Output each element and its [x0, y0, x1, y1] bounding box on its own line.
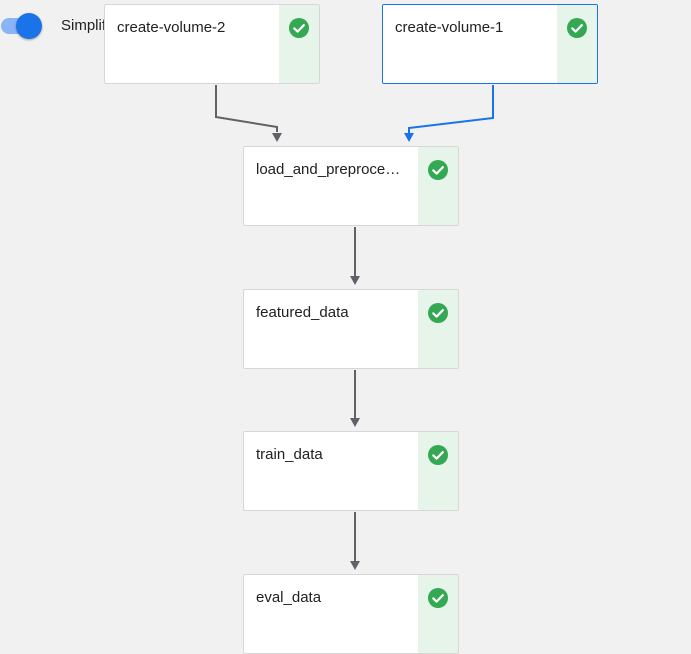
toggle-thumb — [16, 13, 42, 39]
node-status — [418, 147, 458, 225]
edge-create-volume-1-to-load — [404, 85, 494, 142]
node-create-volume-2[interactable]: create-volume-2 — [104, 4, 320, 84]
edge-featured-to-train — [350, 370, 360, 427]
node-label: create-volume-1 — [395, 19, 504, 36]
edge-train-to-eval — [350, 512, 360, 570]
node-label: train_data — [256, 446, 323, 463]
node-label: load_and_preprocess_data — [256, 161, 406, 178]
node-status — [418, 432, 458, 510]
node-status — [418, 575, 458, 653]
node-status — [418, 290, 458, 368]
node-status — [279, 5, 319, 83]
check-circle-icon — [428, 445, 448, 465]
simplify-graph-toggle[interactable] — [0, 10, 46, 42]
node-label: featured_data — [256, 304, 349, 321]
check-circle-icon — [428, 303, 448, 323]
node-eval-data[interactable]: eval_data — [243, 574, 459, 654]
node-label: eval_data — [256, 589, 322, 606]
check-circle-icon — [289, 18, 309, 38]
edge-create-volume-2-to-load — [215, 85, 282, 142]
node-label: create-volume-2 — [117, 19, 226, 36]
node-train-data[interactable]: train_data — [243, 431, 459, 511]
node-load-and-preprocess-data[interactable]: load_and_preprocess_data — [243, 146, 459, 226]
check-circle-icon — [428, 588, 448, 608]
node-status — [557, 5, 597, 83]
edge-load-to-featured — [350, 227, 360, 285]
check-circle-icon — [428, 160, 448, 180]
check-circle-icon — [567, 18, 587, 38]
node-featured-data[interactable]: featured_data — [243, 289, 459, 369]
node-create-volume-1[interactable]: create-volume-1 — [382, 4, 598, 84]
